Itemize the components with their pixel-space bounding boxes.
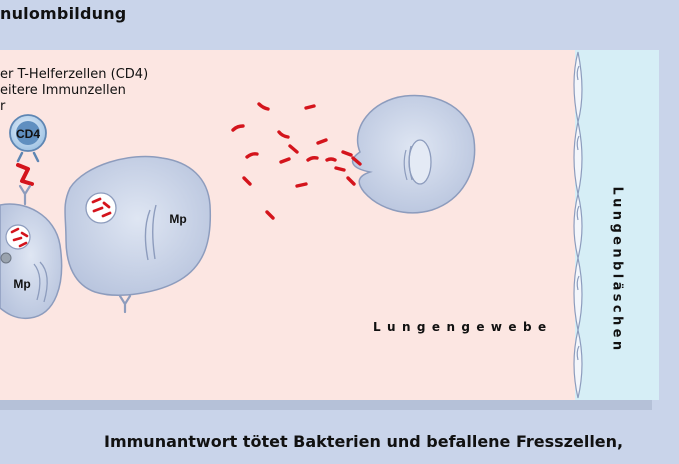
- lung-label: Lungenbläschen: [610, 186, 625, 353]
- footer-text: Immunantwort tötet Bakterien und befalle…: [104, 432, 623, 451]
- cd4-label: CD4: [16, 127, 40, 141]
- mp-label-middle: Mp: [169, 212, 186, 226]
- tissue-label: Lungengewebe: [373, 320, 553, 334]
- mp-label-left: Mp: [13, 277, 30, 291]
